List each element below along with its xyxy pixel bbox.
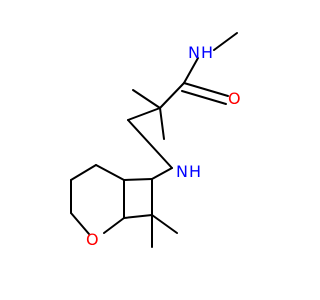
atom-h-amide: H xyxy=(201,43,213,62)
bond-carbonyl-quaternary xyxy=(159,82,185,109)
atom-labels: N H O N H O xyxy=(86,43,241,249)
atom-o-carbonyl: O xyxy=(228,89,241,108)
bonds xyxy=(70,32,238,248)
atom-n-amide: N xyxy=(188,43,200,62)
bond-nmethyl xyxy=(213,32,238,51)
structure-drawing: N H O N H O xyxy=(70,32,241,249)
bond-nh-ring xyxy=(151,167,173,180)
bond-quaternary-methyl-left xyxy=(132,89,161,109)
atom-n-amine: N xyxy=(176,162,188,181)
bond-n-carbonyl xyxy=(183,57,199,84)
bond-ring-o xyxy=(103,217,125,234)
atom-o-ring: O xyxy=(86,230,99,249)
bond-quaternary-ch2 xyxy=(127,107,161,121)
bond-quaternary-methyl-down xyxy=(159,107,165,140)
molecule-diagram: N H O N H O xyxy=(70,32,241,249)
bond-carbonyl-o-1 xyxy=(183,82,229,97)
bond-ch2-nh xyxy=(127,119,173,169)
bond-ring-4 xyxy=(70,212,90,235)
bond-cb-top xyxy=(123,178,153,181)
bond-ring-1 xyxy=(95,164,125,181)
atom-h-amine: H xyxy=(189,162,201,181)
bond-gem-methyl-1 xyxy=(151,214,178,234)
bond-carbonyl-o-2 xyxy=(181,90,227,105)
bond-cb-bottom xyxy=(123,214,153,219)
bond-ring-2 xyxy=(70,164,97,181)
